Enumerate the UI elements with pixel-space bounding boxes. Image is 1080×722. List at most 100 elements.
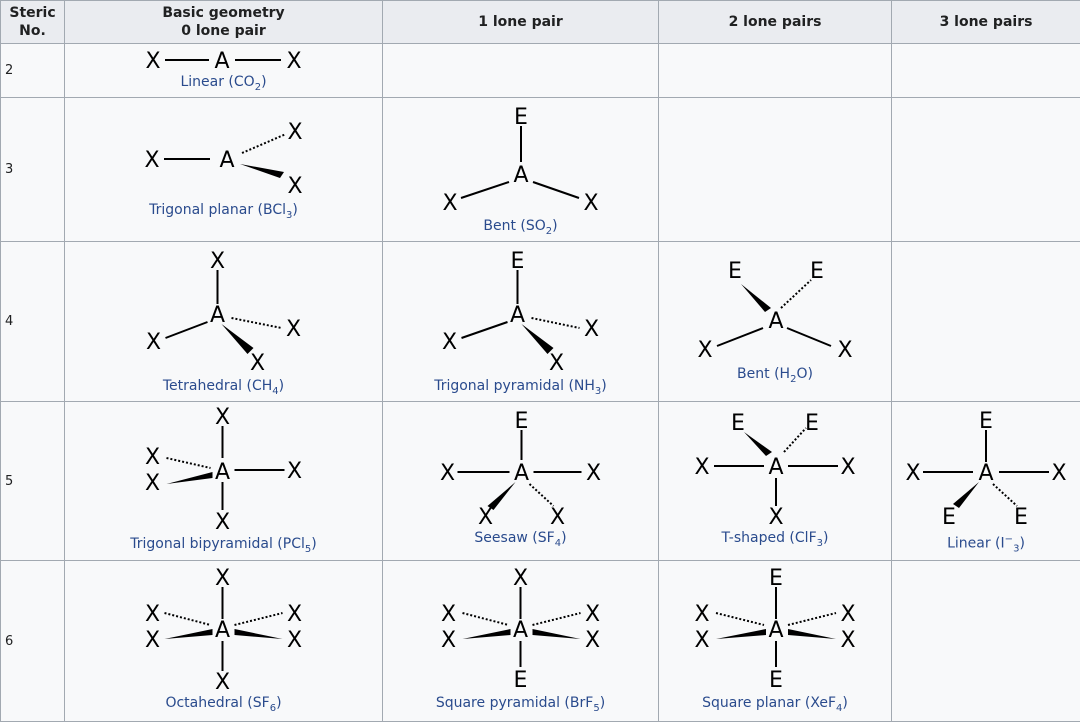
ligand-x-label: X [442,191,457,216]
central-atom-label: A [978,461,993,486]
central-atom-label: A [768,455,783,480]
geometry-caption: Trigonal planar (BCl3) [65,202,382,221]
central-atom-label: A [513,618,528,643]
row-steric-2: 2 X A X Linear (CO2) [1,44,1080,98]
geometry-caption: Square pyramidal (BrF5) [383,695,658,714]
central-atom-label: A [215,460,230,485]
lone-pair-e-label: E [769,566,783,591]
header-one-lone-pair: 1 lone pair [383,1,659,44]
ligand-x-label: X [145,471,160,496]
central-atom-label: A [768,309,783,334]
header-basic-geometry-line1: Basic geometry [65,4,382,22]
ligand-x-label: X [215,510,230,535]
cell-seesaw: E A X X X X Seesaw (SF4) [383,402,659,561]
ligand-x-label: X [145,602,160,627]
ligand-x-label: X [837,338,852,363]
ligand-x-label: X [583,191,598,216]
ligand-x-label: X [441,602,456,627]
central-atom-label: A [513,163,528,188]
ligand-x-label: X [694,602,709,627]
lone-pair-e-label: E [805,411,819,436]
lone-pair-e-label: E [979,409,993,434]
ligand-x-label: X [584,317,599,342]
lone-pair-e-label: E [810,259,824,284]
steric-number-4: 4 [1,242,65,402]
row-steric-5: 5 X A X X X X Trigonal bipyramidal (PCl5… [1,402,1080,561]
empty-cell [892,44,1080,98]
central-atom-label: A [210,303,225,328]
ligand-x-label: X [287,120,302,145]
cell-bent-so2: E A X X Bent (SO2) [383,98,659,242]
geometry-caption: Trigonal bipyramidal (PCl5) [65,536,382,555]
lone-pair-e-label: E [514,668,528,693]
central-atom-label: A [219,148,234,173]
ligand-x-label: X [478,505,493,530]
header-steric-no: Steric No. [1,1,65,44]
header-two-lone-pairs: 2 lone pairs [659,1,892,44]
geometry-caption: Bent (SO2) [383,218,658,237]
central-atom-label: A [214,49,229,74]
ligand-x-label: X [840,628,855,653]
ligand-x-label: X [840,455,855,480]
central-atom-label: A [514,461,529,486]
geometry-caption: Seesaw (SF4) [383,530,658,549]
ligand-x-label: X [145,445,160,470]
geometry-caption: T-shaped (ClF3) [659,530,891,549]
row-steric-4: 4 X A X X X Tetrahedral (CH4) E [1,242,1080,402]
ligand-x-label: X [586,461,601,486]
ligand-x-label: X [287,628,302,653]
geometry-caption: Tetrahedral (CH4) [65,378,382,397]
empty-cell [892,242,1080,402]
cell-trigonal-bipyramidal: X A X X X X Trigonal bipyramidal (PCl5) [65,402,383,561]
steric-number-5: 5 [1,402,65,561]
lone-pair-e-label: E [942,505,956,530]
ligand-x-label: X [441,628,456,653]
central-atom-label: A [215,618,230,643]
ligand-x-label: X [513,566,528,591]
geometry-caption: Linear (I−3) [892,534,1080,554]
ligand-x-label: X [768,505,783,530]
empty-cell [659,44,892,98]
ligand-x-label: X [215,566,230,591]
empty-cell [659,98,892,242]
cell-square-pyramidal: X A E X X X X Square pyramidal (BrF5) [383,561,659,722]
ligand-x-label: X [286,49,301,74]
ligand-x-label: X [694,628,709,653]
ligand-x-label: X [550,505,565,530]
geometry-caption: Linear (CO2) [65,74,382,93]
header-three-lone-pairs: 3 lone pairs [892,1,1080,44]
lone-pair-e-label: E [731,411,745,436]
cell-trigonal-planar: X A X X Trigonal planar (BCl3) [65,98,383,242]
empty-cell [892,98,1080,242]
ligand-x-label: X [144,148,159,173]
steric-number-6: 6 [1,561,65,722]
header-basic-geometry-line2: 0 lone pair [65,22,382,40]
ligand-x-label: X [440,461,455,486]
lone-pair-e-label: E [769,668,783,693]
geometry-caption: Octahedral (SF6) [65,695,382,714]
lone-pair-e-label: E [514,105,528,130]
ligand-x-label: X [145,628,160,653]
ligand-x-label: X [286,317,301,342]
cell-t-shaped: E E A X X X T-shaped (ClF3) [659,402,892,561]
steric-number-3: 3 [1,98,65,242]
geometry-caption: Bent (H2O) [659,366,891,385]
central-atom-label: A [768,618,783,643]
ligand-x-label: X [250,351,265,376]
ligand-x-label: X [585,628,600,653]
ligand-x-label: X [840,602,855,627]
cell-bent-h2o: E E A X X Bent (H2O) [659,242,892,402]
empty-cell [892,561,1080,722]
lone-pair-e-label: E [511,249,525,274]
empty-cell [383,44,659,98]
central-atom-label: A [510,303,525,328]
ligand-x-label: X [585,602,600,627]
ligand-x-label: X [697,338,712,363]
ligand-x-label: X [442,330,457,355]
ligand-x-label: X [145,49,160,74]
ligand-x-label: X [287,459,302,484]
steric-number-2: 2 [1,44,65,98]
lone-pair-e-label: E [728,259,742,284]
header-row: Steric No. Basic geometry 0 lone pair 1 … [1,1,1080,44]
